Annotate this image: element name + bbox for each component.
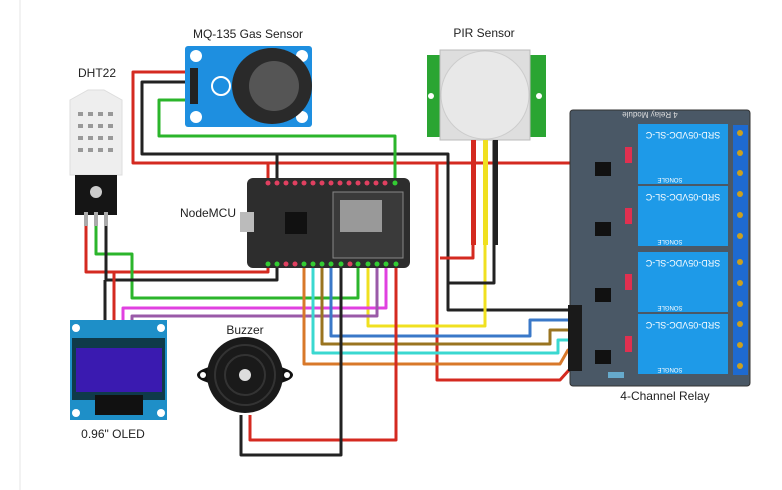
svg-text:SONGLE: SONGLE	[657, 176, 682, 182]
relay-pin-header	[568, 305, 582, 371]
svg-text:SONGLE: SONGLE	[657, 304, 682, 310]
wire-mq135-vcc	[131, 70, 600, 165]
relay-board-text: 4 Relay Module	[622, 110, 678, 119]
pir-label: PIR Sensor	[453, 26, 514, 40]
wire-oled-sda	[130, 268, 379, 320]
wire-relay-in3	[311, 268, 578, 355]
svg-text:SRD-05VDC-SL-C: SRD-05VDC-SL-C	[645, 130, 720, 140]
svg-text:SRD-05VDC-SL-C: SRD-05VDC-SL-C	[645, 320, 720, 330]
wires	[84, 70, 600, 457]
wire-relay-in2	[320, 268, 578, 346]
terminal-block	[733, 125, 748, 375]
wire-dht-vcc	[84, 215, 270, 274]
buzzer-label: Buzzer	[226, 323, 263, 337]
pir-sensor: PIR Sensor	[427, 26, 546, 245]
power-icon	[211, 76, 231, 96]
wire-pir-vcc	[440, 140, 475, 260]
oled-display	[70, 320, 167, 420]
wire-mq135-gnd	[140, 80, 578, 312]
mq135-label: MQ-135 Gas Sensor	[193, 27, 303, 41]
usb-port	[240, 212, 254, 232]
wire-buzzer-pos	[248, 268, 398, 442]
oled-screen	[76, 348, 162, 392]
dht22-label: DHT22	[78, 66, 116, 80]
wire-relay-in1	[329, 268, 578, 338]
relay-module: 4 Relay Module SRD-05VDC-SL-C SONGLE SRD…	[568, 109, 751, 387]
wire-dht-data	[94, 215, 360, 300]
wire-mq135-signal	[157, 98, 397, 180]
nodemcu-label: NodeMCU	[180, 206, 236, 220]
relay-2: SRD-05VDC-SL-C SONGLE	[638, 186, 728, 246]
mq135-gas-sensor: MQ-135 Gas Sensor	[185, 27, 312, 127]
oled-label: 0.96" OLED	[81, 427, 145, 441]
svg-text:SONGLE: SONGLE	[657, 238, 682, 244]
svg-text:SRD-05VDC-SL-C: SRD-05VDC-SL-C	[645, 192, 720, 202]
wire-buzzer-neg	[239, 268, 343, 457]
svg-text:SONGLE: SONGLE	[657, 366, 682, 372]
wire-oled-scl	[121, 268, 388, 320]
relay-1: SRD-05VDC-SL-C SONGLE	[638, 124, 728, 184]
svg-text:SRD-05VDC-SL-C: SRD-05VDC-SL-C	[645, 258, 720, 268]
dht22-sensor: DHT22	[69, 66, 123, 226]
relay-label: 4-Channel Relay	[620, 389, 709, 403]
relay-4: SRD-05VDC-SL-C SONGLE	[638, 314, 728, 374]
buzzer: Buzzer	[197, 323, 293, 413]
jumper	[608, 372, 624, 378]
wire-dht-gnd	[104, 215, 279, 282]
nodemcu-board: NodeMCU	[180, 178, 410, 268]
relay-3: SRD-05VDC-SL-C SONGLE	[638, 252, 728, 312]
